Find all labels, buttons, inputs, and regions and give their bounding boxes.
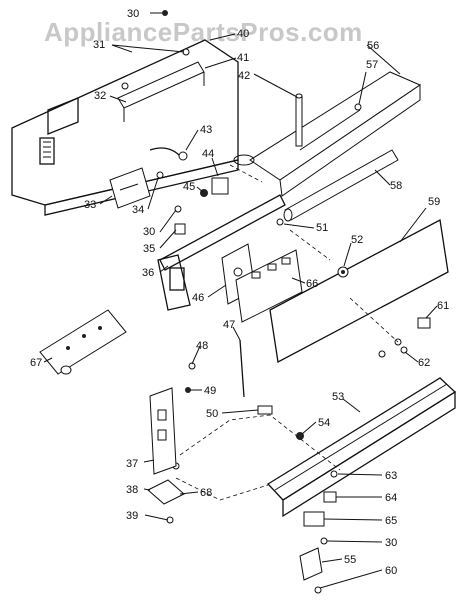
plate-67 [39, 309, 127, 375]
plate-38 [147, 479, 185, 505]
bracket-41 [117, 61, 205, 122]
callout-54: 54 [318, 417, 330, 429]
rod-47 [239, 339, 245, 398]
callout-62: 63 [385, 470, 397, 482]
callout-31: 31 [93, 39, 105, 51]
fasteners [121, 10, 362, 594]
callout-labels: 30 31 40 56 41 57 42 32 43 44 45 58 33 3… [30, 8, 449, 577]
callout-68: 68 [200, 487, 212, 499]
callout-45: 45 [183, 181, 195, 193]
switch-plate-66 [235, 249, 303, 323]
callout-46: 46 [192, 292, 204, 304]
callout-53: 53 [332, 391, 344, 403]
callout-38: 38 [126, 484, 138, 496]
callout-60: 61 [437, 300, 449, 312]
cord-43 [149, 147, 188, 161]
callout-37: 37 [126, 458, 138, 470]
callout-32: 32 [94, 90, 106, 102]
rear-panel [11, 39, 239, 216]
callout-34: 34 [132, 204, 144, 216]
screws-61 [378, 338, 408, 358]
callout-48: 48 [196, 340, 208, 352]
callout-43: 43 [200, 124, 212, 136]
callout-57: 57 [366, 59, 378, 71]
assembly-lines [175, 164, 399, 501]
callout-30-low: 30 [385, 537, 397, 549]
callout-40: 40 [237, 28, 249, 40]
callout-55: 55 [344, 554, 356, 566]
callout-47: 47 [223, 319, 235, 331]
callout-63: 64 [385, 492, 397, 504]
glass-panel-59 [269, 218, 449, 364]
callout-33: 33 [84, 199, 96, 211]
callout-64: 65 [385, 515, 397, 527]
callout-30-top: 30 [127, 8, 139, 20]
callout-58: 58 [390, 180, 402, 192]
callout-44: 44 [202, 148, 214, 160]
sensor-44 [211, 154, 255, 195]
callout-42: 42 [238, 70, 250, 82]
card-33 [109, 167, 151, 209]
watermark: AppliancePartsPros.com [44, 17, 363, 47]
lower-rail-53 [266, 377, 457, 518]
callout-35: 35 [143, 243, 155, 255]
leader-lines [43, 12, 438, 589]
light-tube-58 [283, 149, 399, 222]
top-trim-56 [249, 71, 422, 197]
rod-42 [295, 93, 303, 147]
callout-66: 66 [306, 278, 318, 290]
callout-51: 51 [316, 222, 328, 234]
callout-52: 52 [351, 234, 363, 246]
callout-49: 49 [204, 385, 216, 397]
callout-39: 39 [126, 510, 138, 522]
callout-61: 62 [418, 357, 430, 369]
callout-41: 41 [237, 52, 249, 64]
callout-59: 59 [428, 196, 440, 208]
callout-36: 36 [142, 267, 154, 279]
callout-50: 50 [206, 408, 218, 420]
lower-bracket-55 [299, 547, 323, 581]
callout-56: 56 [367, 40, 379, 52]
control-body [157, 194, 286, 311]
bracket-37 [149, 387, 177, 475]
callout-67: 67 [30, 357, 42, 369]
callout-30-mid: 30 [143, 226, 155, 238]
switch-64 [303, 511, 325, 527]
callout-65: 60 [385, 565, 397, 577]
clip-60 [417, 317, 431, 329]
knob-52 [337, 266, 349, 278]
